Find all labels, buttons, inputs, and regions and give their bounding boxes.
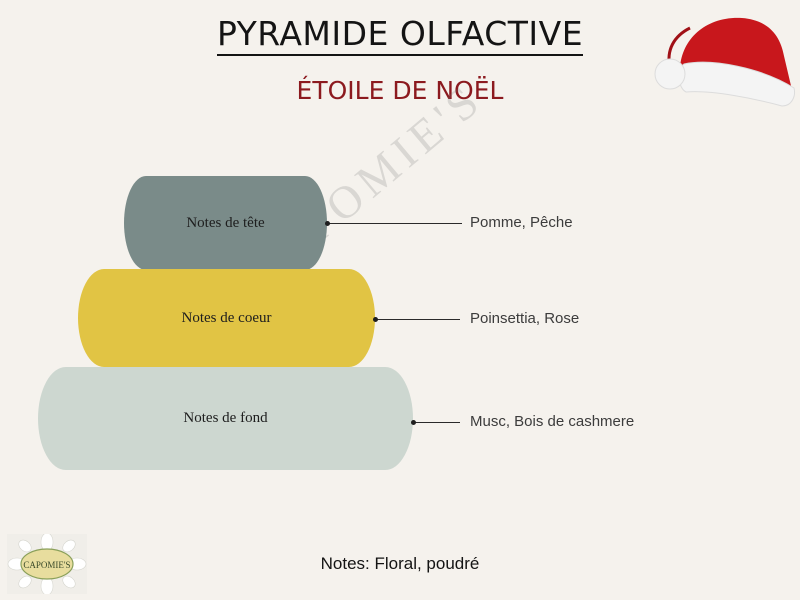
pyramid-layer-base: Notes de fond xyxy=(38,367,413,470)
ingredients-middle: Poinsettia, Rose xyxy=(470,310,580,327)
capomies-logo: CAPOMIE'S xyxy=(7,534,87,594)
page-subtitle: ÉTOILE DE NOËL xyxy=(296,76,504,105)
pyramid-layer-top: Notes de tête xyxy=(124,176,327,270)
layer-base-label: Notes de fond xyxy=(183,410,268,426)
leader-line-middle xyxy=(373,317,460,322)
page-title: PYRAMIDE OLFACTIVE xyxy=(0,14,800,56)
logo-text: CAPOMIE'S xyxy=(23,560,70,570)
santa-hat-icon xyxy=(654,17,795,107)
pyramid-layer-middle: Notes de coeur xyxy=(78,269,375,367)
layer-top-label: Notes de tête xyxy=(186,214,265,231)
footer-notes: Notes: Floral, poudré xyxy=(320,554,480,573)
layer-middle-label: Notes de coeur xyxy=(181,309,272,326)
ingredients-top: Pomme, Pêche xyxy=(470,214,573,231)
leader-line-top xyxy=(325,221,462,226)
leader-line-base xyxy=(411,420,460,425)
ingredients-base: Musc, Bois de cashmere xyxy=(470,413,635,430)
